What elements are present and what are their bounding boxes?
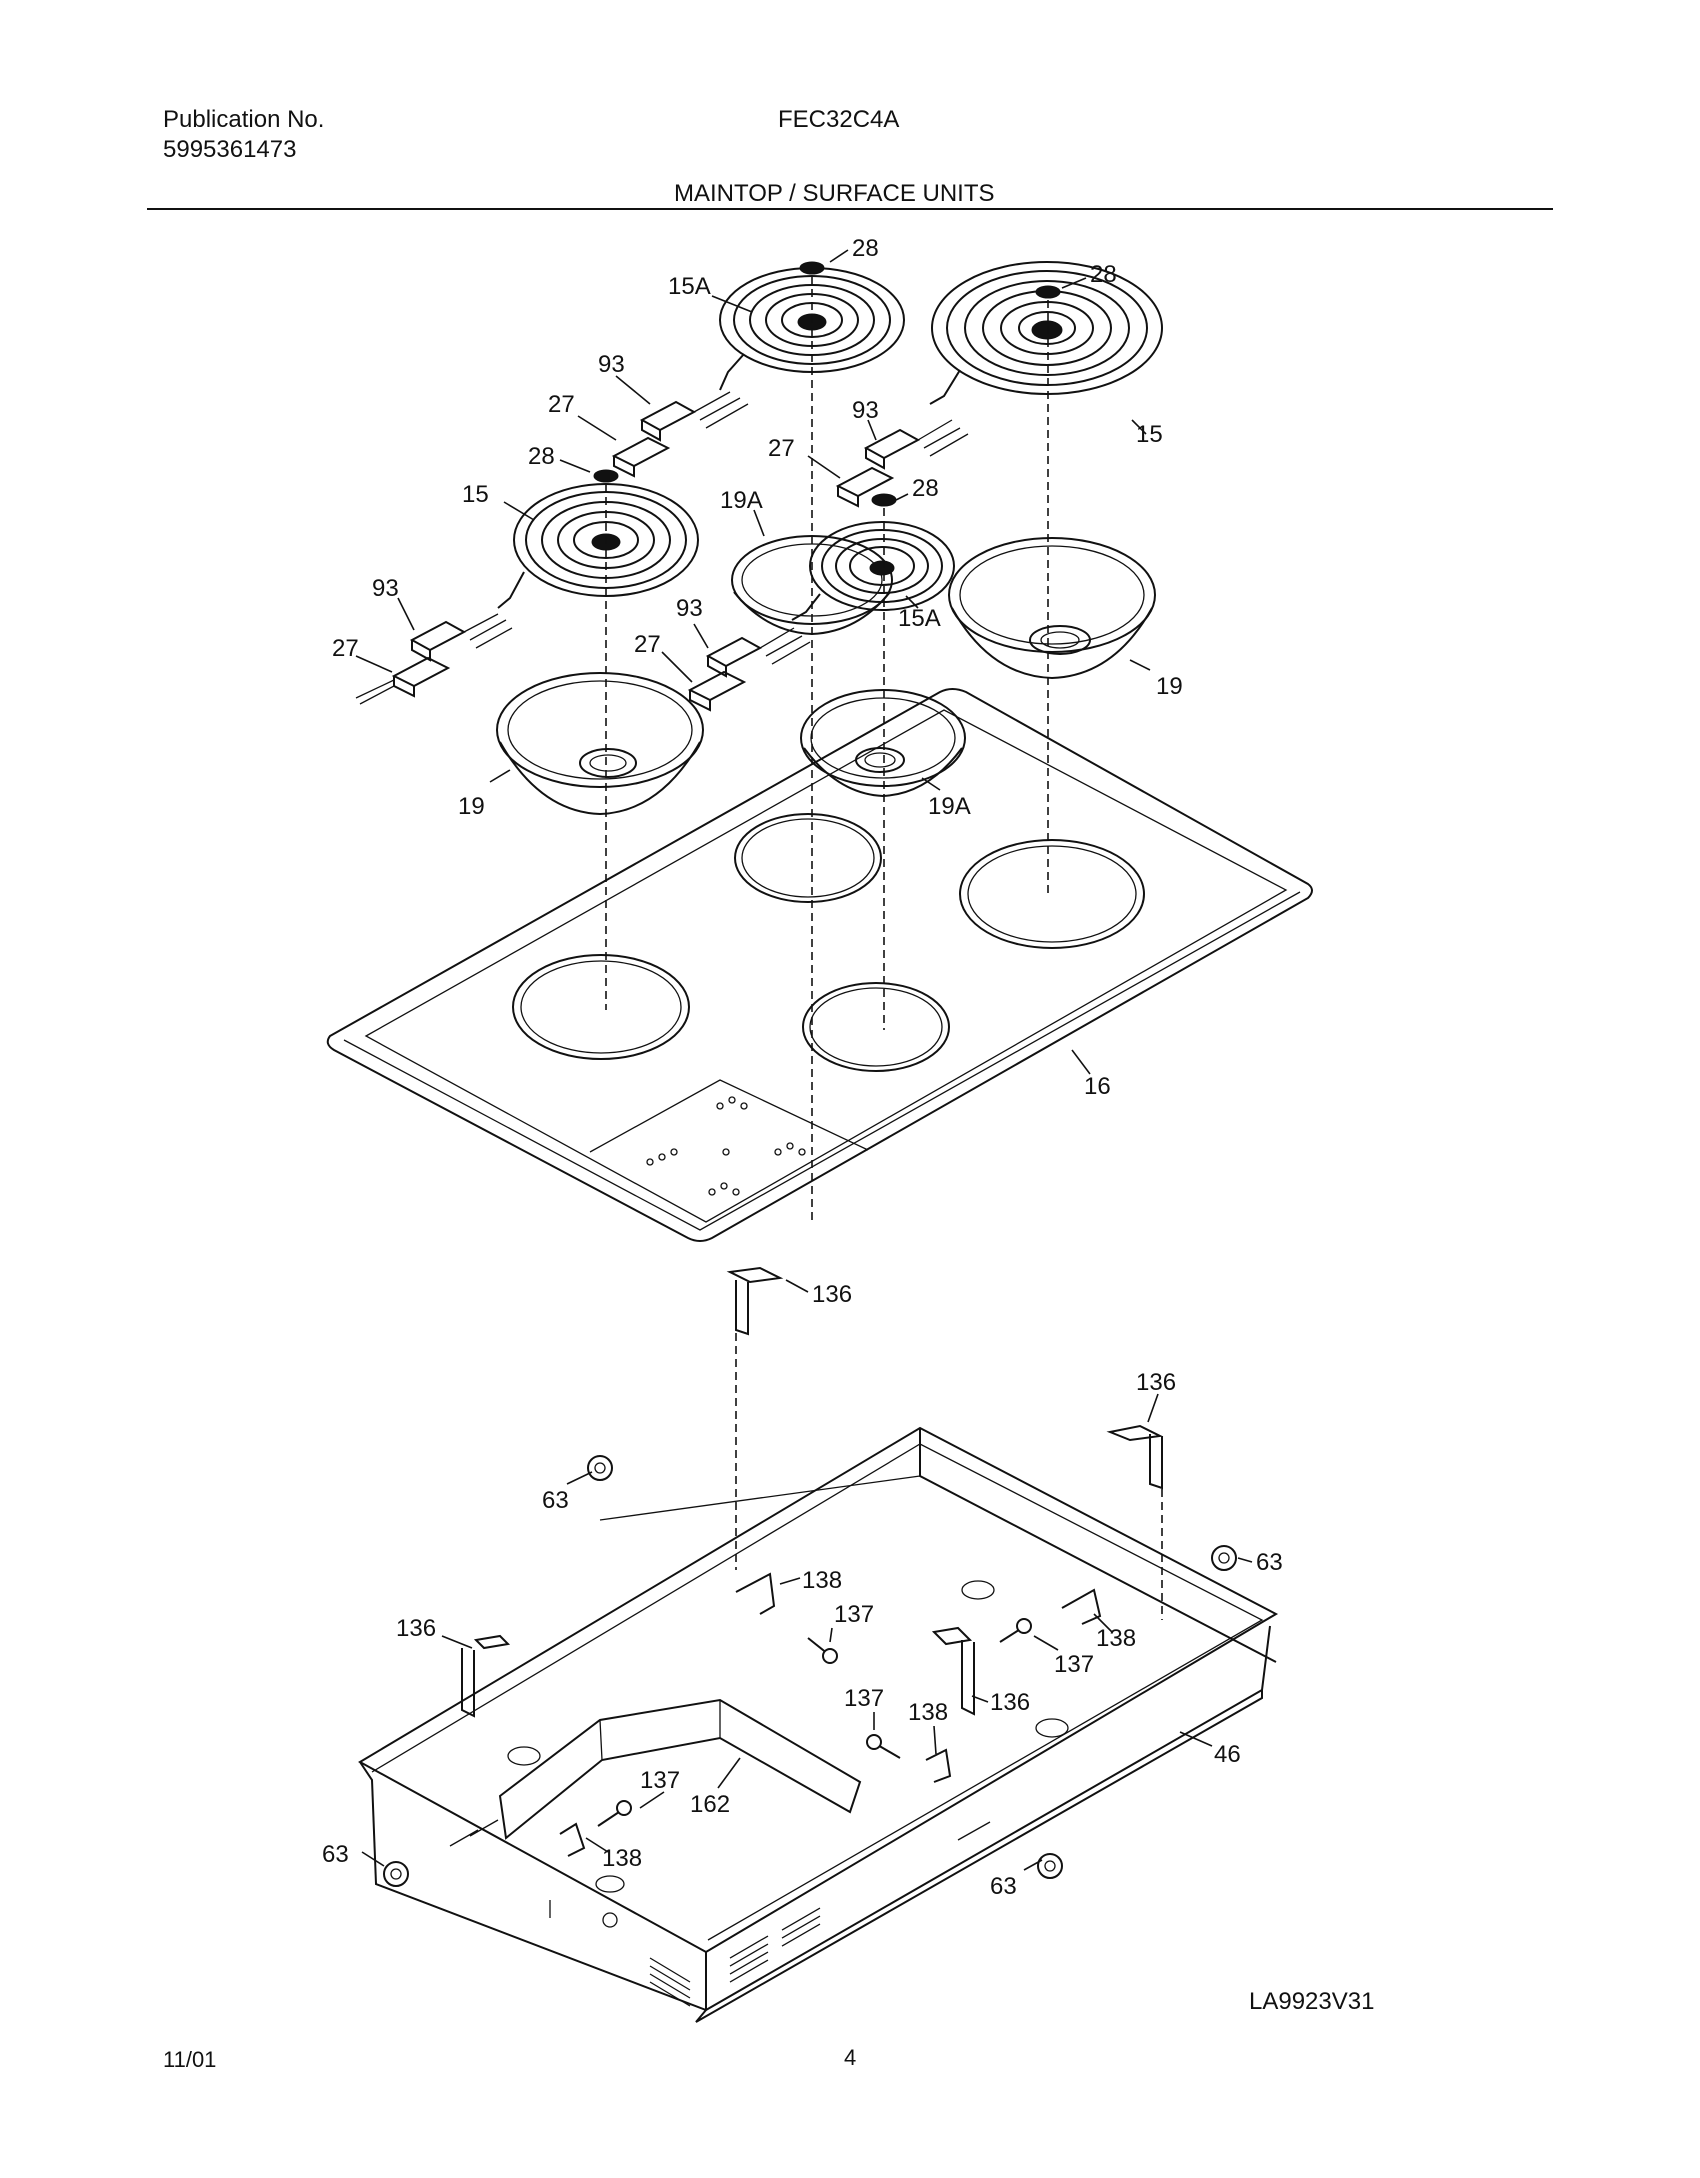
callout-93: 93	[852, 397, 879, 424]
drip-bowl-19A-front	[800, 689, 966, 798]
callout-137: 137	[1054, 1651, 1094, 1678]
callout-93: 93	[676, 595, 703, 622]
callout-136: 136	[990, 1689, 1030, 1716]
terminal-block-93	[705, 627, 811, 678]
screw-137	[807, 1637, 838, 1664]
screw-137	[866, 1734, 901, 1759]
callout-63: 63	[1256, 1549, 1283, 1576]
callout-15: 15	[462, 481, 489, 508]
callout-19A: 19A	[720, 487, 763, 514]
model-number: FEC32C4A	[778, 106, 900, 133]
callout-15: 15	[1136, 421, 1163, 448]
callout-19: 19	[1156, 673, 1183, 700]
diagram-code: LA9923V31	[1249, 1988, 1375, 2015]
surface-unit-15-right	[929, 261, 1163, 405]
alignment-lines	[605, 276, 1163, 1620]
control-holes	[646, 1096, 806, 1196]
bracket-136	[726, 1266, 784, 1336]
callout-15A: 15A	[898, 605, 941, 632]
grommet-63	[587, 1455, 613, 1481]
callout-19: 19	[458, 793, 485, 820]
callout-162: 162	[690, 1791, 730, 1818]
callout-137: 137	[844, 1685, 884, 1712]
callout-28: 28	[528, 443, 555, 470]
header-rule	[147, 208, 1553, 210]
screw-137	[597, 1800, 632, 1827]
callout-27: 27	[768, 435, 795, 462]
surface-unit-15A-back	[719, 267, 905, 391]
callout-137: 137	[834, 1601, 874, 1628]
callout-27: 27	[548, 391, 575, 418]
wire-connector-27	[687, 670, 747, 712]
section-title: MAINTOP / SURFACE UNITS	[674, 180, 995, 207]
clip-138	[735, 1572, 776, 1615]
wire-connector-27	[835, 466, 895, 508]
heat-shield-162	[498, 1698, 862, 1840]
callout-138: 138	[602, 1845, 642, 1872]
callout-136: 136	[396, 1615, 436, 1642]
support-cap-28	[799, 261, 825, 275]
grommet-63	[1211, 1545, 1237, 1571]
publication-number: 5995361473	[163, 136, 297, 163]
screw-137	[999, 1618, 1032, 1643]
callout-136: 136	[1136, 1369, 1176, 1396]
callout-138: 138	[1096, 1625, 1136, 1652]
grommet-63	[1037, 1853, 1063, 1879]
terminal-block-93	[863, 419, 969, 470]
terminal-block-93	[639, 391, 749, 442]
callout-138: 138	[802, 1567, 842, 1594]
callout-46: 46	[1214, 1741, 1241, 1768]
callout-16: 16	[1084, 1073, 1111, 1100]
callout-19A: 19A	[928, 793, 971, 820]
page-number: 4	[844, 2045, 857, 2070]
bracket-136	[461, 1634, 511, 1718]
wire-connector-27	[355, 656, 451, 705]
callout-63: 63	[322, 1841, 349, 1868]
callout-28: 28	[1090, 261, 1117, 288]
callout-27: 27	[634, 631, 661, 658]
surface-unit-15A-front	[791, 521, 955, 621]
callout-63: 63	[990, 1873, 1017, 1900]
callout-138: 138	[908, 1699, 948, 1726]
callout-28: 28	[852, 235, 879, 262]
support-cap-28	[593, 469, 619, 483]
bottom-pan	[357, 1426, 1279, 2023]
clip-138	[925, 1748, 952, 1783]
bracket-136	[931, 1626, 975, 1716]
callout-136: 136	[812, 1281, 852, 1308]
vents	[649, 1907, 821, 2007]
terminal-block-93	[409, 613, 513, 662]
callout-137: 137	[640, 1767, 680, 1794]
callout-63: 63	[542, 1487, 569, 1514]
leader-lines	[355, 249, 1253, 1871]
support-cap-28	[1035, 285, 1061, 299]
support-cap-28	[871, 493, 897, 507]
callout-labels: 28 28 15A 15 93 27 28 15 93 27 28 19A 93…	[322, 235, 1283, 1900]
date-code: 11/01	[163, 2047, 217, 2072]
maintop-panel	[326, 688, 1313, 1242]
callout-28: 28	[912, 475, 939, 502]
clip-138	[1061, 1588, 1102, 1625]
callout-93: 93	[598, 351, 625, 378]
grommet-63	[383, 1861, 409, 1887]
callout-93: 93	[372, 575, 399, 602]
surface-unit-15-left	[497, 483, 699, 609]
drip-bowl-19-left	[496, 672, 704, 816]
callout-27: 27	[332, 635, 359, 662]
wire-connector-27	[611, 436, 671, 478]
bracket-136	[1106, 1424, 1164, 1490]
drip-bowl-19-right	[948, 537, 1156, 680]
clip-138	[559, 1822, 586, 1857]
callout-15A: 15A	[668, 273, 711, 300]
publication-label: Publication No.	[163, 106, 325, 133]
